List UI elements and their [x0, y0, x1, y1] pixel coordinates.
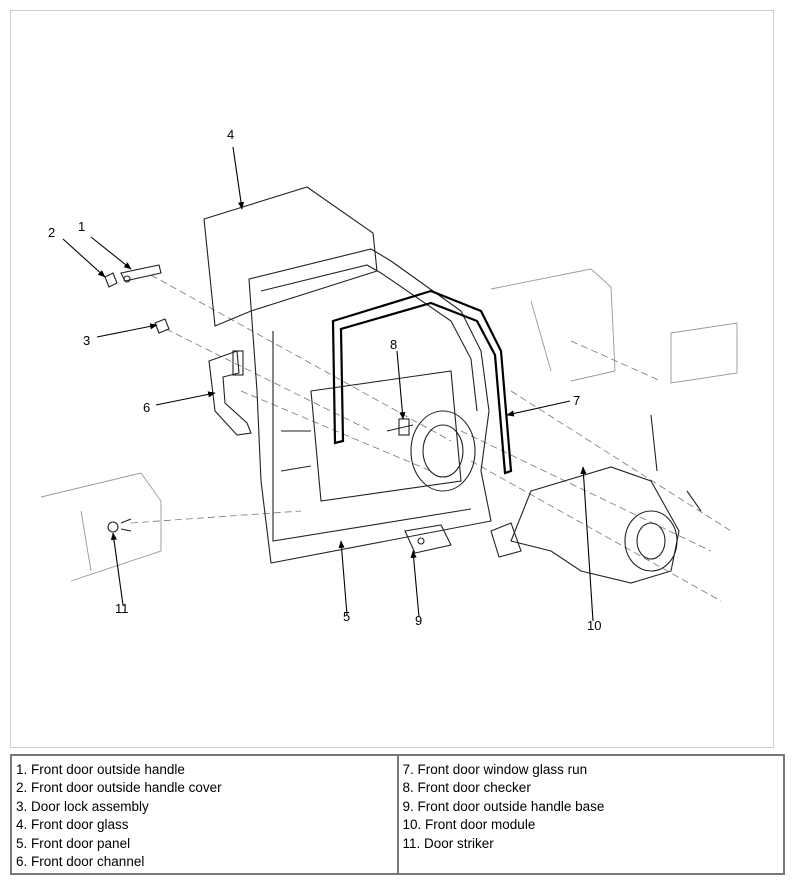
callout-2: 2 [48, 225, 55, 240]
door-striker [107, 518, 132, 533]
legend-item: 7. Front door window glass run [402, 762, 588, 777]
callout-labels: 4 1 2 3 6 8 7 5 9 10 11 [48, 127, 601, 633]
front-door-panel [248, 248, 492, 564]
front-door-outside-handle-cover [104, 272, 118, 288]
front-door-checker [386, 418, 414, 436]
legend-item: 10. Front door module [402, 817, 536, 833]
front-door-exploded-view: 4 1 2 3 6 8 7 5 9 10 11 [40, 127, 738, 633]
legend-item: 9. Front door outside handle base [402, 798, 605, 814]
body-side-sketch-right [490, 268, 738, 384]
callout-1: 1 [78, 219, 85, 234]
legend-item: 6. Front door channel [16, 854, 145, 870]
callout-9: 9 [415, 613, 422, 628]
callout-11: 11 [115, 601, 129, 616]
legend-item: 8. Front door checker [402, 780, 531, 796]
callout-4: 4 [227, 127, 234, 142]
legend-item: 11. Door striker [402, 835, 494, 851]
exploded-diagram-panel: 4 1 2 3 6 8 7 5 9 10 11 [10, 10, 774, 748]
door-lock-assembly [154, 318, 170, 334]
front-door-outside-handle-base [404, 524, 452, 554]
front-door-glass [203, 186, 378, 327]
callout-6: 6 [143, 400, 150, 415]
body-side-sketch-left [40, 472, 162, 582]
legend-item: 2. Front door outside handle cover [16, 780, 222, 796]
legend-column-right: 7. Front door window glass run 8. Front … [399, 756, 784, 873]
callout-5: 5 [343, 609, 350, 624]
front-door-module [490, 414, 702, 584]
parts-legend-table: 1. Front door outside handle 2. Front do… [10, 754, 785, 875]
front-door-window-glass-run [331, 289, 513, 475]
legend-item: 3. Door lock assembly [16, 798, 149, 814]
callout-7: 7 [573, 393, 580, 408]
legend-column-left: 1. Front door outside handle 2. Front do… [12, 756, 399, 873]
assembly-guide-lines [130, 274, 732, 602]
callout-10: 10 [587, 618, 601, 633]
callout-3: 3 [83, 333, 90, 348]
legend-item: 4. Front door glass [16, 817, 129, 833]
front-door-channel [208, 350, 252, 436]
legend-item: 1. Front door outside handle [16, 762, 185, 777]
front-door-outside-handle [120, 264, 162, 283]
leader-arrows [62, 146, 594, 622]
callout-8: 8 [390, 337, 397, 352]
legend-item: 5. Front door panel [16, 835, 131, 851]
